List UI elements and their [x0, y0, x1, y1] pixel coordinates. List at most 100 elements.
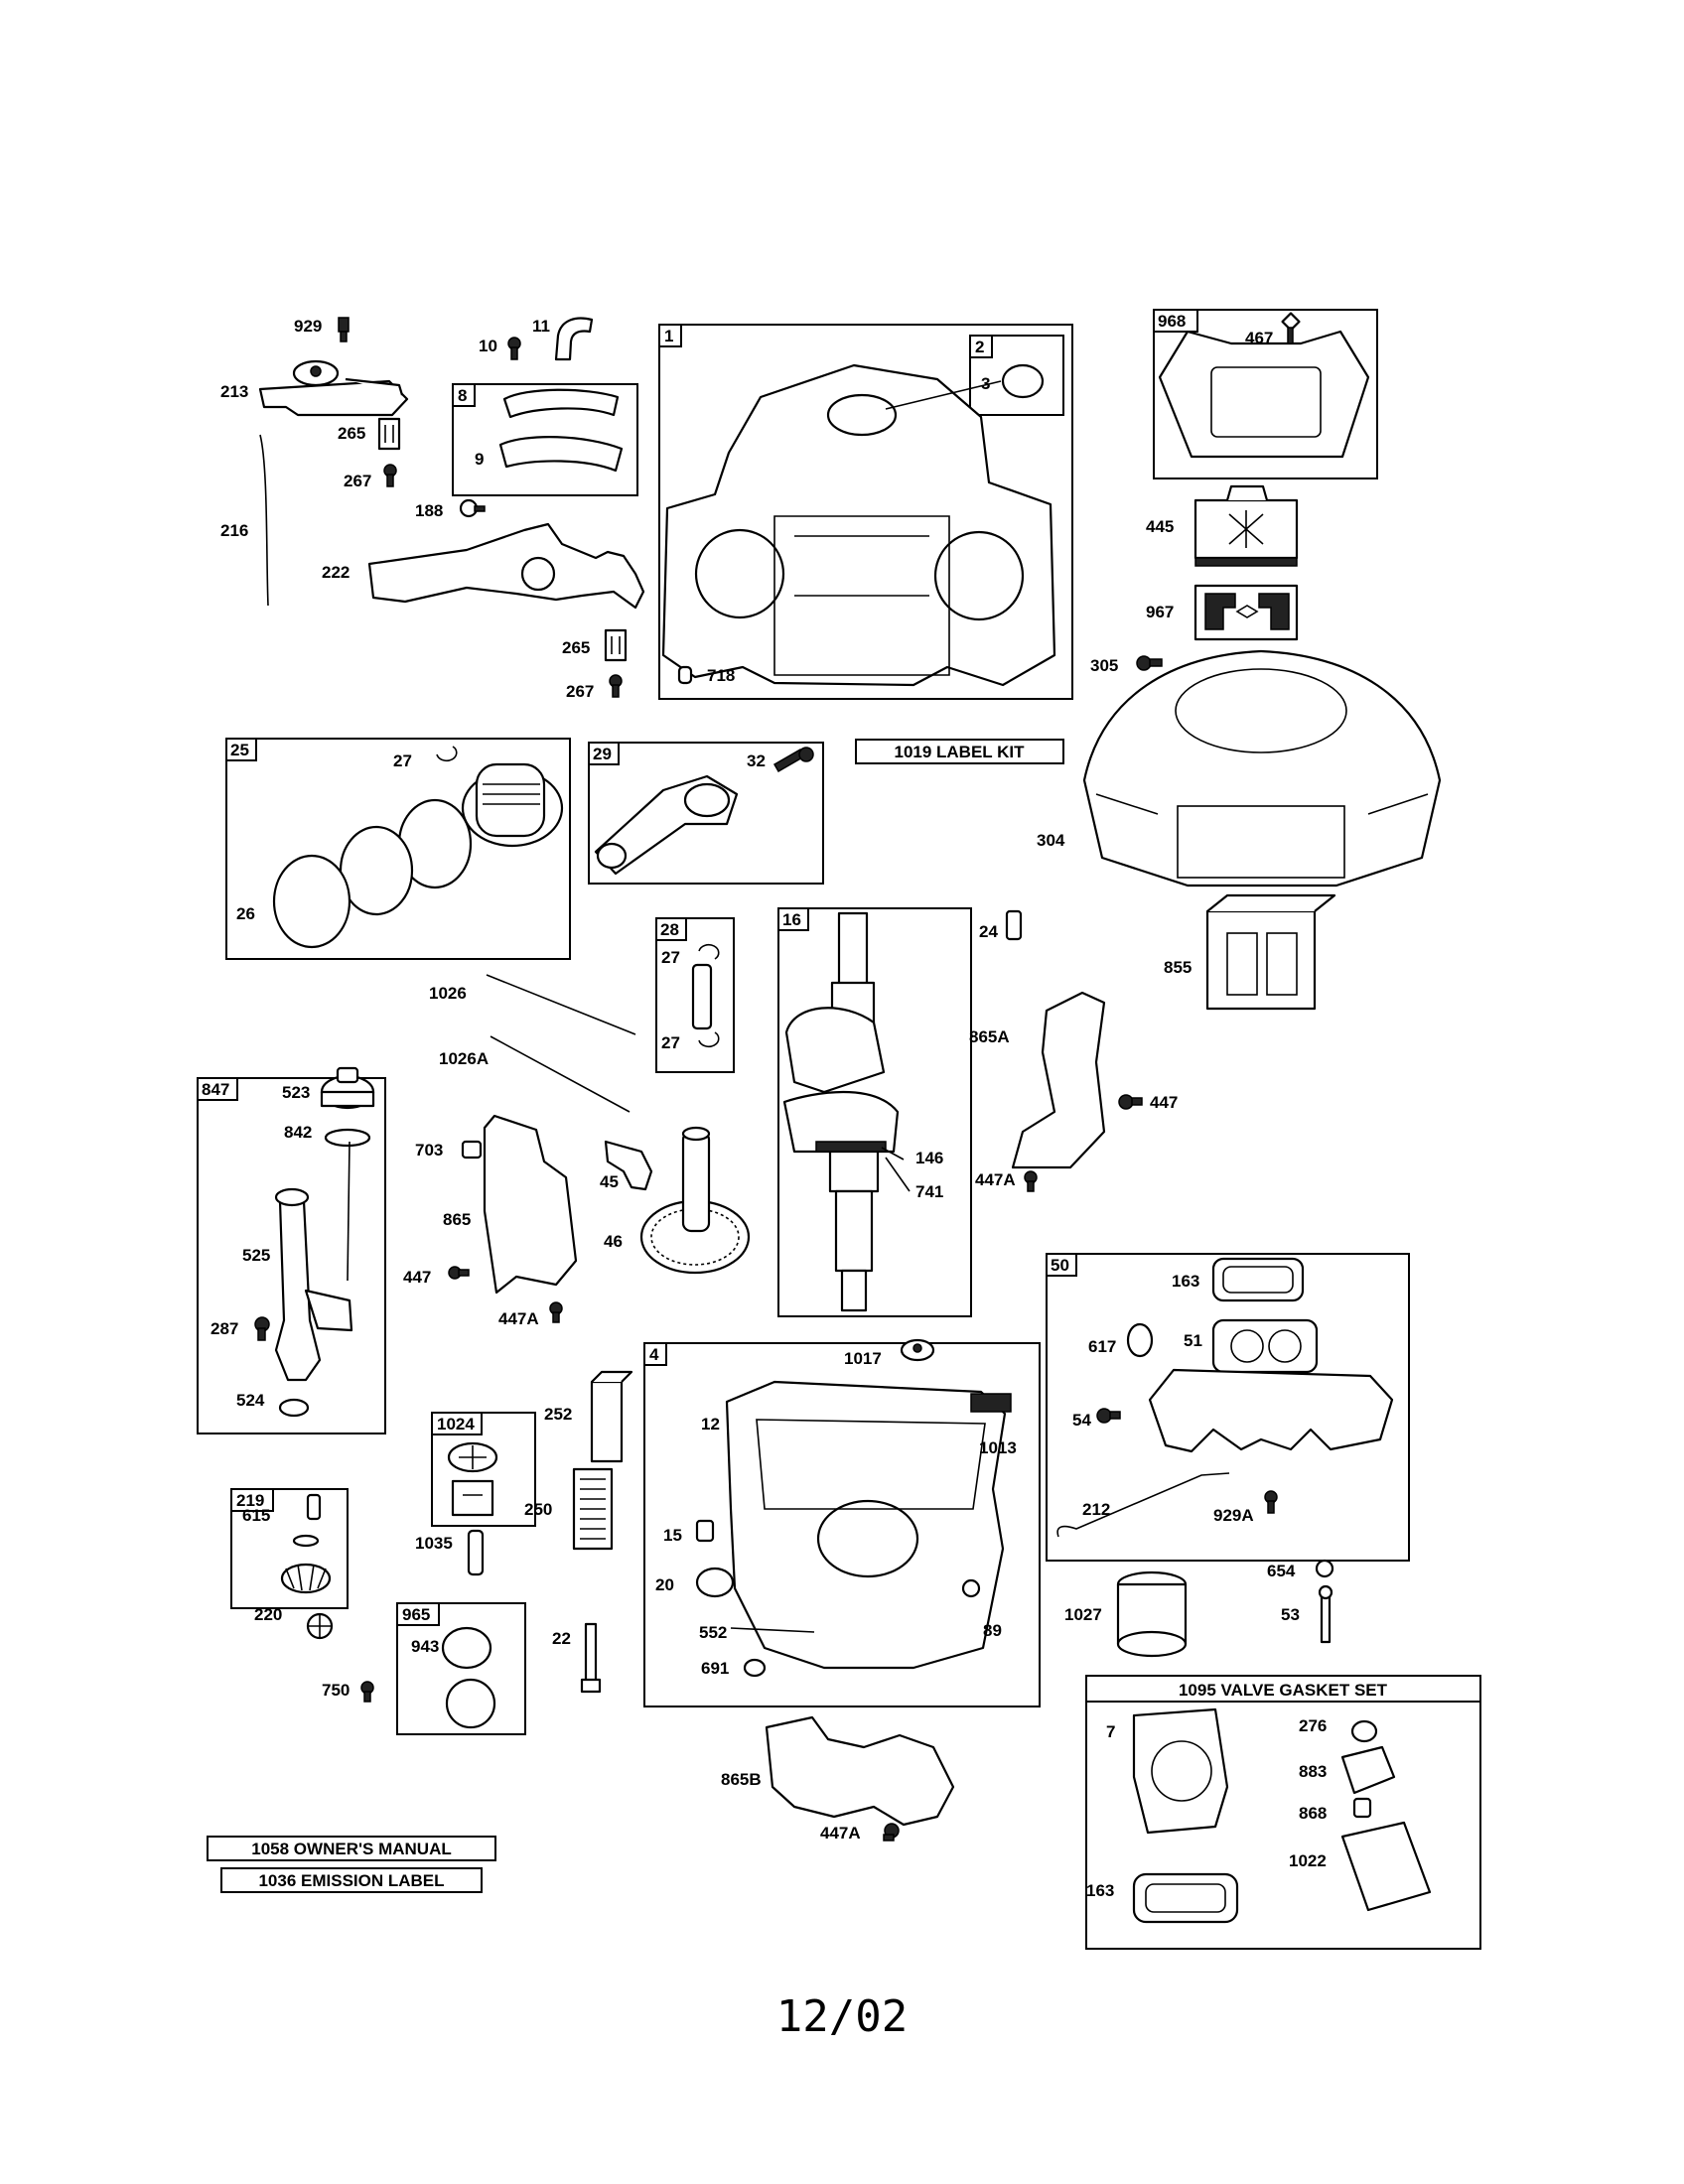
- piston-drawing: [461, 762, 564, 848]
- callout-445: 445: [1146, 517, 1174, 536]
- callout-12: 12: [701, 1415, 720, 1433]
- camshaft-gear-46-drawing: [639, 1126, 751, 1275]
- cover-965-drawing: [445, 1678, 496, 1729]
- screw-267-lower-drawing: [609, 674, 623, 698]
- group-box-29: 29: [588, 742, 824, 885]
- bracket-703-drawing: [461, 1140, 483, 1160]
- group-box-968: 968: [1153, 309, 1378, 479]
- oring-842-drawing: [324, 1128, 371, 1148]
- baffle-865A-drawing: [1011, 991, 1106, 1169]
- exhaust-manifold-drawing: [1148, 1368, 1394, 1453]
- screw-305-drawing: [1136, 655, 1163, 671]
- clip-212-drawing: [1056, 1472, 1230, 1538]
- gasket-9-drawing: [498, 436, 624, 473]
- seal-1013-drawing: [970, 1393, 1012, 1413]
- dipstick-rod-drawing: [347, 1141, 351, 1282]
- callout-1022: 1022: [1289, 1851, 1327, 1870]
- svg-text:2: 2: [975, 338, 984, 356]
- callout-15: 15: [663, 1526, 682, 1545]
- banner-label-kit: 1019 LABEL KIT: [855, 739, 1064, 764]
- callout-524: 524: [236, 1391, 265, 1410]
- callout-447b: 447: [403, 1268, 431, 1287]
- clip-27-drawing: [436, 746, 458, 762]
- callout-53: 53: [1281, 1605, 1300, 1624]
- bolt-53-drawing: [1318, 1584, 1333, 1644]
- oring-943-drawing: [441, 1626, 492, 1670]
- svg-text:968: 968: [1158, 312, 1186, 331]
- callout-267b: 267: [566, 682, 594, 701]
- dowel-24-drawing: [1005, 909, 1023, 941]
- seal-252-drawing: [590, 1370, 633, 1463]
- seal-868-drawing: [1352, 1797, 1372, 1819]
- gasket-163b-drawing: [1132, 1872, 1239, 1924]
- screw-447b-drawing: [448, 1266, 470, 1280]
- callout-265a: 265: [338, 424, 365, 443]
- callout-523: 523: [282, 1083, 310, 1102]
- callout-1026: 1026: [429, 984, 467, 1003]
- bolt-32-drawing: [772, 747, 814, 772]
- callout-3: 3: [981, 374, 990, 393]
- screw-447Ac-drawing: [883, 1823, 900, 1842]
- callout-267a: 267: [344, 472, 371, 490]
- page-date-code: 12/02: [776, 1991, 908, 2042]
- screw-750-drawing: [360, 1681, 374, 1703]
- screw-10-drawing: [507, 337, 521, 360]
- svg-text:965: 965: [402, 1605, 430, 1624]
- leader-741: [885, 1157, 911, 1192]
- callout-7: 7: [1106, 1722, 1115, 1741]
- plug-1017-drawing: [900, 1338, 935, 1362]
- callout-943: 943: [411, 1637, 439, 1656]
- tappet-45-drawing: [604, 1140, 653, 1191]
- callout-691: 691: [701, 1659, 729, 1678]
- callout-525: 525: [242, 1246, 270, 1265]
- svg-text:219: 219: [236, 1491, 264, 1510]
- callout-929A: 929A: [1213, 1506, 1254, 1525]
- pump-1024-drawing: [447, 1441, 498, 1517]
- callout-304: 304: [1037, 831, 1065, 850]
- group-box-28: 28: [655, 917, 735, 1073]
- group-box-2: 2: [969, 335, 1064, 416]
- callout-265b: 265: [562, 638, 590, 657]
- svg-text:8: 8: [458, 386, 467, 405]
- callout-1026A: 1026A: [439, 1049, 489, 1068]
- svg-text:29: 29: [593, 745, 612, 763]
- dipstick-cap-drawing: [320, 1066, 375, 1110]
- plug-89-drawing: [961, 1578, 981, 1598]
- shaft-1035-drawing: [467, 1529, 485, 1576]
- seal-3-drawing: [1001, 363, 1045, 399]
- screw-447Ab-drawing: [549, 1301, 563, 1323]
- group-box-847: 847: [197, 1077, 386, 1434]
- svg-text:1095 VALVE GASKET SET: 1095 VALVE GASKET SET: [1179, 1681, 1388, 1700]
- callout-10: 10: [479, 337, 497, 355]
- callout-305: 305: [1090, 656, 1118, 675]
- callout-20: 20: [655, 1575, 674, 1594]
- svg-text:16: 16: [782, 910, 801, 929]
- callout-855: 855: [1164, 958, 1192, 977]
- control-bracket-222-drawing: [367, 522, 645, 610]
- callout-447Ac: 447A: [820, 1824, 861, 1843]
- gasket-617-drawing: [1126, 1322, 1154, 1358]
- callout-212: 212: [1082, 1500, 1110, 1519]
- callout-216: 216: [220, 521, 248, 540]
- leader-3: [885, 380, 1002, 410]
- tube-bracket-drawing: [304, 1289, 353, 1332]
- leader-552: [730, 1627, 815, 1633]
- callout-741: 741: [915, 1182, 943, 1201]
- callout-447Ab: 447A: [498, 1309, 539, 1328]
- callout-929: 929: [294, 317, 322, 336]
- governor-link-drawing: [259, 434, 269, 607]
- group-box-16: 16: [777, 907, 972, 1317]
- callout-883: 883: [1299, 1762, 1327, 1781]
- bolt-929-drawing: [338, 317, 350, 342]
- screw-447-drawing: [1118, 1094, 1143, 1110]
- callout-276: 276: [1299, 1716, 1327, 1735]
- clip-265-drawing: [377, 417, 401, 451]
- gasket-883-drawing: [1340, 1745, 1396, 1795]
- screw-267-drawing: [383, 464, 397, 487]
- callout-27b: 27: [661, 948, 680, 967]
- callout-615: 615: [242, 1506, 270, 1525]
- group-box-1: 1: [658, 324, 1073, 700]
- connecting-rod-drawing: [594, 774, 739, 876]
- governor-219-drawing: [280, 1493, 332, 1594]
